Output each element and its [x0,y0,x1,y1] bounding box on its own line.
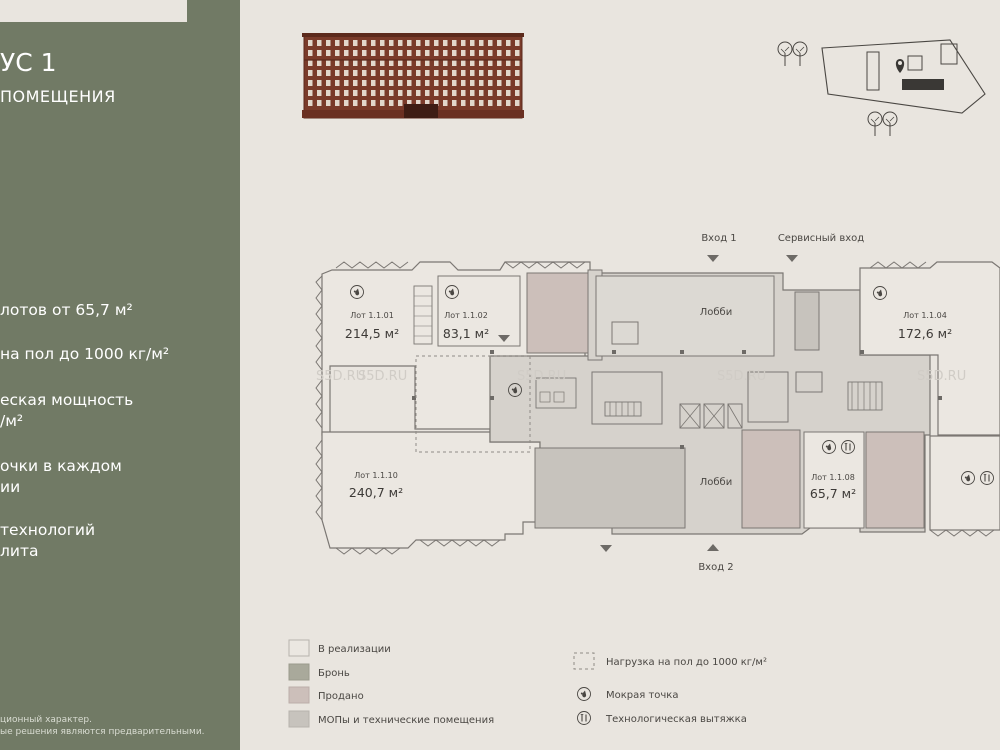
service-entrance-label: Сервисный вход [778,233,864,244]
feature-power: еская мощность/м² [0,391,134,430]
floor-load-zone [415,355,531,453]
legend-swatch-sold [288,686,310,704]
legend-swatch-floor-load [573,652,595,670]
legend-swatch-mop [288,710,310,728]
arrow-down-icon [707,255,719,262]
watermark: S5D.RU [917,369,966,384]
building-subtitle: ПОМЕЩЕНИЯ [0,87,116,106]
legend-booked: Бронь [318,668,350,679]
legend-exhaust: Технологическая вытяжка [605,714,747,725]
feature-lots: лотов от 65,7 м² [0,301,133,319]
footnote: ционный характер.ые решения являются пре… [0,715,205,737]
legend-sold: Продано [318,691,364,702]
watermark: S5D.RU [717,369,766,384]
sidebar: УС 1 ПОМЕЩЕНИЯ лотов от 65,7 м² на пол д… [0,0,240,750]
lot-1-1-02-area: 83,1 м² [443,326,489,341]
arrow-down-icon [600,545,612,552]
lot-1-1-02-name: Лот 1.1.02 [444,311,488,320]
watermark: S5D.RU [517,369,566,384]
lot-1-1-08-name: Лот 1.1.08 [811,473,855,482]
tree-icon [867,111,883,137]
lot-1-1-01-name: Лот 1.1.01 [350,311,394,320]
lot-1-1-04-name: Лот 1.1.04 [903,311,947,320]
tree-icon [882,111,898,137]
tree-icon [777,41,793,67]
sidebar-top-strip [0,0,187,22]
watermark: S5D.RU [316,369,365,384]
main-area: Вход 1 Сервисный вход Вход 2 Лобби Лобби… [288,33,1000,728]
legend-wet-point: Мокрая точка [606,690,678,701]
location-pin-icon [895,59,905,73]
lobby-top-label: Лобби [700,307,732,318]
legend: В реализации Бронь Продано МОПы и технич… [288,639,767,728]
legend-swatch-booked [288,663,310,681]
building-facade [302,33,524,119]
lobby-bottom-label: Лобби [700,477,732,488]
arrow-up-icon [707,544,719,551]
wet-point-icon [577,687,591,701]
lot-1-1-08-area: 65,7 м² [810,486,856,501]
lot-1-1-01-area: 214,5 м² [345,326,399,341]
legend-mop: МОПы и технические помещения [318,715,494,726]
arrow-down-icon [786,255,798,262]
legend-swatch-in-sale [288,639,310,657]
lot-1-1-04-area: 172,6 м² [898,326,952,341]
legend-floor-load: Нагрузка на пол до 1000 кг/м² [606,657,767,668]
lot-1-1-10-name: Лот 1.1.10 [354,471,398,480]
floor-plan: Вход 1 Сервисный вход Вход 2 Лобби Лобби… [315,233,1000,573]
entrance-1-label: Вход 1 [701,233,736,244]
feature-floor-load: на пол до 1000 кг/м² [0,345,170,363]
watermark: S5D.RU [358,369,407,384]
building-title: УС 1 [0,48,57,77]
lot-1-1-10-area: 240,7 м² [349,485,403,500]
tree-icon [792,41,808,67]
legend-in-sale: В реализации [318,644,391,655]
site-plan [777,39,986,137]
exhaust-icon [576,710,592,726]
arrow-down-icon [498,335,510,342]
entrance-2-label: Вход 2 [698,562,733,573]
